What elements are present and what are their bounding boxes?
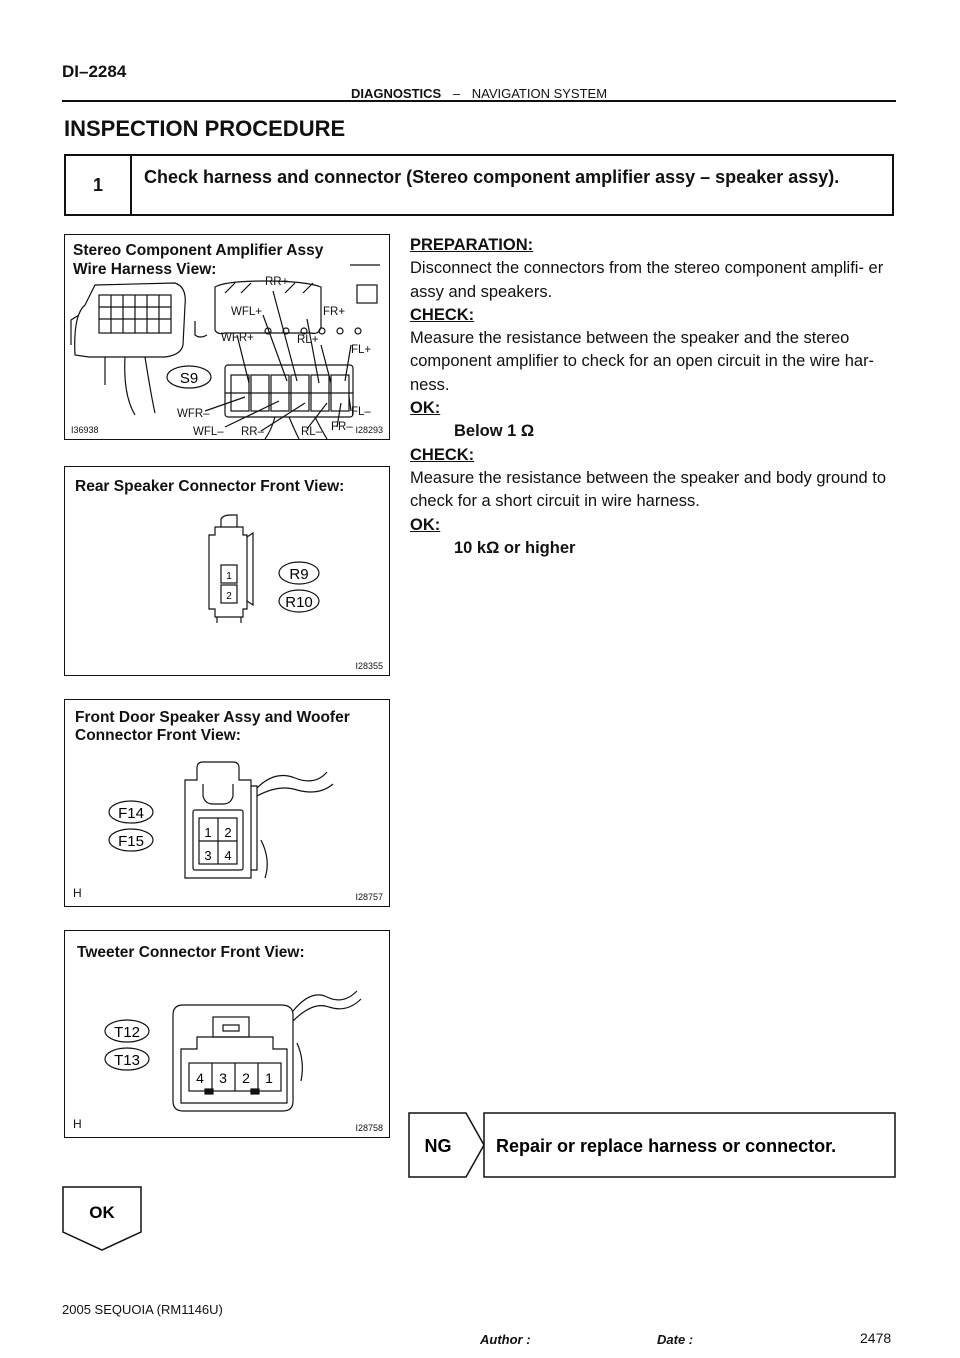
tweeter-code: I28758 bbox=[355, 1123, 383, 1133]
front-mark: H bbox=[73, 886, 82, 900]
ok2-value: 10 kΩ or higher bbox=[454, 538, 576, 557]
tweeter-connector-drawing: 4 3 2 1 T12 T13 bbox=[104, 990, 362, 1112]
ok1-label: OK: bbox=[410, 399, 441, 418]
front-connector-f15: F15 bbox=[118, 833, 144, 850]
figure-front-speaker: Front Door Speaker Assy and Woofer Conne… bbox=[64, 699, 390, 907]
front-figure-title-1: Front Door Speaker Assy and Woofer bbox=[75, 709, 350, 726]
prep-label: PREPARATION: bbox=[410, 236, 534, 254]
ng-label: NG bbox=[425, 1136, 452, 1156]
pin-fl-plus: FL+ bbox=[351, 344, 371, 356]
front-connector-f14: F14 bbox=[118, 805, 144, 822]
amp-connector-drawing: S9 RR+ WFL+ FR+ WFR+ RL+ FL+ WFR– FL– WF… bbox=[70, 264, 380, 439]
rear-connector-r10: R10 bbox=[285, 594, 313, 611]
ok1-value: Below 1 Ω bbox=[454, 422, 535, 441]
amp-figure-title-2: Wire Harness View: bbox=[73, 261, 217, 278]
check2-text: Measure the resistance between the speak… bbox=[410, 468, 887, 511]
tweeter-pin-2: 2 bbox=[242, 1070, 250, 1086]
amp-figure-title-1: Stereo Component Amplifier Assy bbox=[73, 242, 324, 259]
pin-rr-plus: RR+ bbox=[265, 276, 289, 288]
step-title: Check harness and connector (Stereo comp… bbox=[144, 167, 840, 187]
step-box: 1 Check harness and connector (Stereo co… bbox=[64, 154, 894, 216]
tweeter-connector-t12: T12 bbox=[114, 1024, 140, 1041]
pin-rr-minus: RR– bbox=[241, 426, 265, 438]
footer-author-label: Author : bbox=[480, 1332, 531, 1347]
running-header: DIAGNOSTICS – NAVIGATION SYSTEM bbox=[62, 86, 896, 101]
pin-fr-plus: FR+ bbox=[323, 306, 345, 318]
pin-rl-minus: RL– bbox=[301, 426, 323, 438]
pin-wfr-minus: WFR– bbox=[177, 408, 210, 420]
rear-connector-drawing: 1 2 R9 R10 bbox=[208, 514, 320, 623]
pin-fr-minus: FR– bbox=[331, 421, 353, 433]
pin-wfr-plus: WFR+ bbox=[221, 332, 254, 344]
header-rule bbox=[62, 100, 896, 102]
pin-wfl-minus: WFL– bbox=[193, 426, 224, 438]
tweeter-mark: H bbox=[73, 1117, 82, 1131]
ng-flow-arrow: NG Repair or replace harness or connecto… bbox=[408, 1112, 896, 1178]
step-number: 1 bbox=[66, 156, 132, 214]
figure-tweeter: Tweeter Connector Front View: 4 3 2 1 T1… bbox=[64, 930, 390, 1138]
front-connector-drawing: 1 2 3 4 F14 F15 bbox=[108, 761, 334, 879]
check1-text: Measure the resistance between the speak… bbox=[410, 329, 875, 394]
ng-action: Repair or replace harness or connector. bbox=[496, 1136, 836, 1156]
footer-page-number: 2478 bbox=[860, 1330, 892, 1346]
pin-rl-plus: RL+ bbox=[297, 334, 319, 346]
ok2-label: OK: bbox=[410, 515, 441, 534]
tweeter-figure-title: Tweeter Connector Front View: bbox=[77, 944, 305, 961]
check1-label: CHECK: bbox=[410, 305, 475, 324]
rear-pin-1: 1 bbox=[226, 571, 232, 582]
front-figure-title-2: Connector Front View: bbox=[75, 727, 241, 744]
pin-wfl-plus: WFL+ bbox=[231, 306, 262, 318]
front-pin-4: 4 bbox=[224, 848, 231, 863]
amp-code-left: I36938 bbox=[71, 425, 99, 435]
figure-rear-speaker: Rear Speaker Connector Front View: 1 2 R… bbox=[64, 466, 390, 676]
header-section: DIAGNOSTICS bbox=[350, 86, 442, 101]
front-pin-2: 2 bbox=[224, 825, 231, 840]
rear-figure-title: Rear Speaker Connector Front View: bbox=[75, 478, 345, 495]
check2-label: CHECK: bbox=[410, 445, 475, 464]
front-code: I28757 bbox=[355, 892, 383, 902]
figure-amplifier: Stereo Component Amplifier Assy Wire Har… bbox=[64, 234, 390, 440]
pin-fl-minus: FL– bbox=[351, 406, 371, 418]
tweeter-pin-4: 4 bbox=[196, 1070, 204, 1086]
amp-connector-label: S9 bbox=[180, 370, 198, 387]
footer-model: 2005 SEQUOIA (RM1146U) bbox=[62, 1302, 223, 1317]
amp-code-right: I28293 bbox=[355, 425, 383, 435]
section-title: INSPECTION PROCEDURE bbox=[64, 116, 346, 141]
ok-label: OK bbox=[89, 1203, 115, 1222]
front-pin-3: 3 bbox=[204, 848, 211, 863]
procedure-text: PREPARATION: Disconnect the connectors f… bbox=[410, 234, 896, 560]
front-pin-1: 1 bbox=[204, 825, 211, 840]
header-subsection: NAVIGATION SYSTEM bbox=[471, 86, 608, 101]
ok-flow-arrow: OK bbox=[62, 1186, 142, 1251]
rear-code: I28355 bbox=[355, 661, 383, 671]
tweeter-pin-1: 1 bbox=[265, 1070, 273, 1086]
page-code: DI–2284 bbox=[62, 62, 127, 81]
header-separator: – bbox=[452, 86, 461, 101]
rear-pin-2: 2 bbox=[226, 591, 232, 602]
rear-connector-r9: R9 bbox=[289, 566, 308, 583]
tweeter-connector-t13: T13 bbox=[114, 1052, 140, 1069]
tweeter-pin-3: 3 bbox=[219, 1070, 227, 1086]
footer-date-label: Date : bbox=[657, 1332, 694, 1347]
prep-text: Disconnect the connectors from the stere… bbox=[410, 259, 884, 301]
